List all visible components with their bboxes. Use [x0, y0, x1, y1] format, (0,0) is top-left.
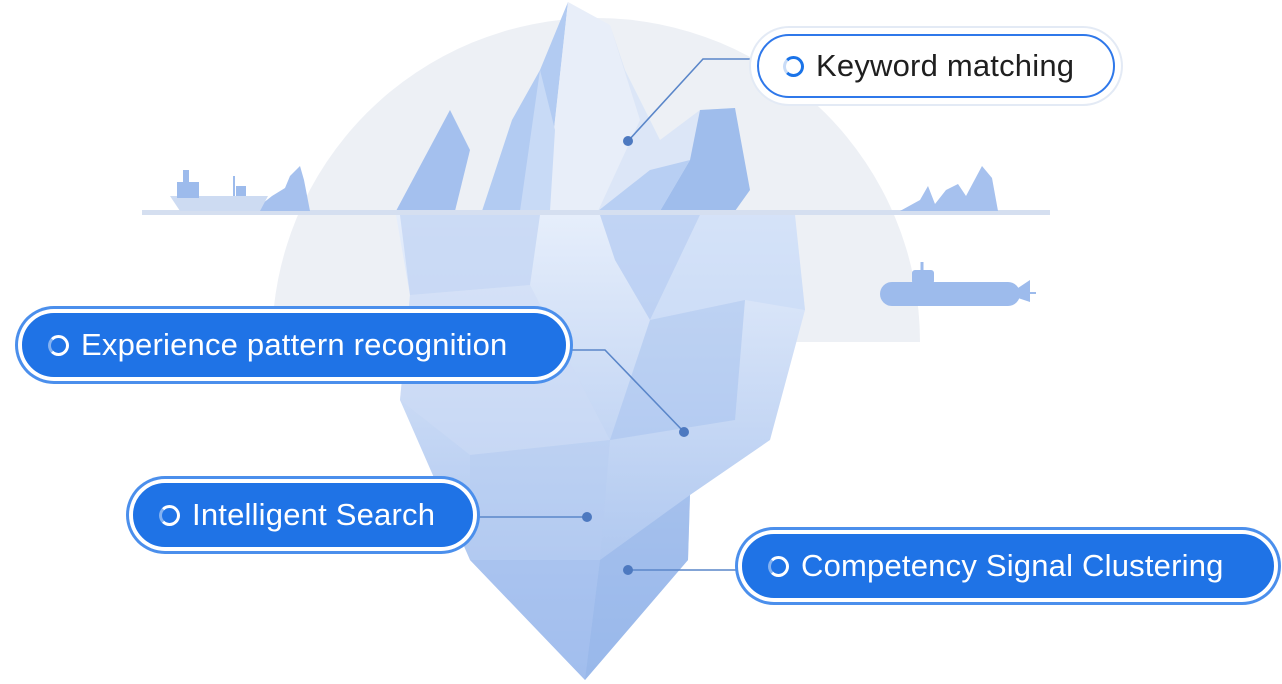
- water-line: [142, 210, 1050, 215]
- label-intelligent-text: Intelligent Search: [192, 497, 436, 532]
- iceberg-underwater: [396, 215, 805, 680]
- dot-intelligent: [582, 512, 592, 522]
- label-intelligent-search: Intelligent Search: [133, 483, 473, 547]
- boat-icon: [170, 170, 268, 211]
- small-iceberg-left: [253, 166, 310, 211]
- label-keyword-matching: Keyword matching: [757, 34, 1115, 98]
- iceberg-top: [396, 2, 750, 211]
- label-competency-text: Competency Signal Clustering: [801, 548, 1224, 583]
- label-experience-text: Experience pattern recognition: [81, 327, 508, 362]
- loading-ring-icon: [768, 555, 789, 577]
- leader-dots: [582, 136, 689, 575]
- dot-experience: [679, 427, 689, 437]
- loading-ring-icon: [783, 55, 804, 77]
- loading-ring-icon: [159, 504, 180, 526]
- dot-keyword: [623, 136, 633, 146]
- loading-ring-icon: [48, 334, 69, 356]
- small-iceberg-right: [900, 166, 998, 211]
- leader-lines: [474, 58, 757, 571]
- submarine-icon: [880, 262, 1036, 306]
- label-competency-clustering: Competency Signal Clustering: [742, 534, 1274, 598]
- dot-competency: [623, 565, 633, 575]
- label-keyword-text: Keyword matching: [816, 48, 1075, 83]
- label-experience-pattern: Experience pattern recognition: [22, 313, 566, 377]
